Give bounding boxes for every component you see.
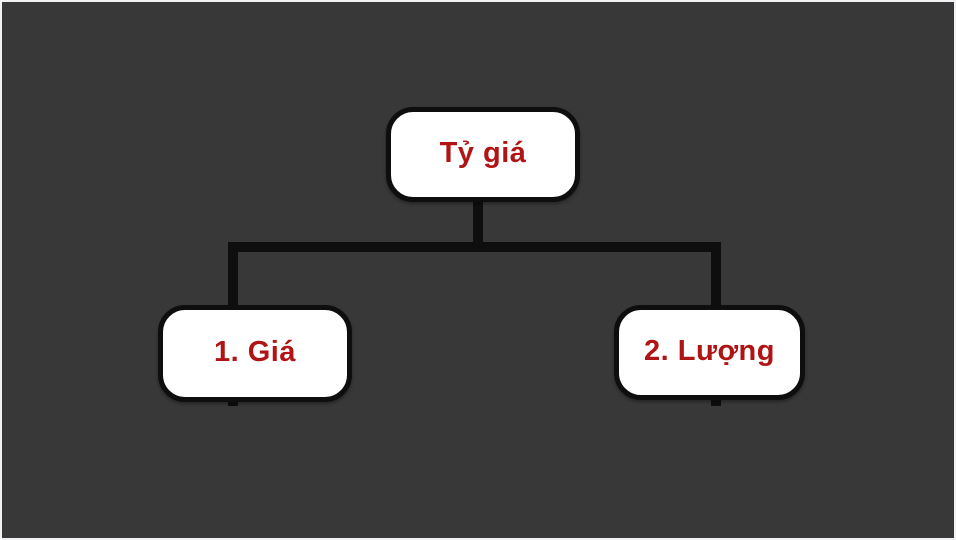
node-luong: 2. Lượng [614, 305, 805, 400]
node-ty-gia-label: Tỷ giá [439, 137, 527, 169]
connector-horizontal-bar [228, 242, 721, 252]
connector-root-vertical [473, 197, 483, 252]
node-ty-gia: Tỷ giá [386, 107, 580, 202]
node-gia-label: 1. Giá [214, 336, 296, 368]
node-luong-label: 2. Lượng [643, 335, 775, 367]
node-gia: 1. Giá [158, 305, 352, 402]
